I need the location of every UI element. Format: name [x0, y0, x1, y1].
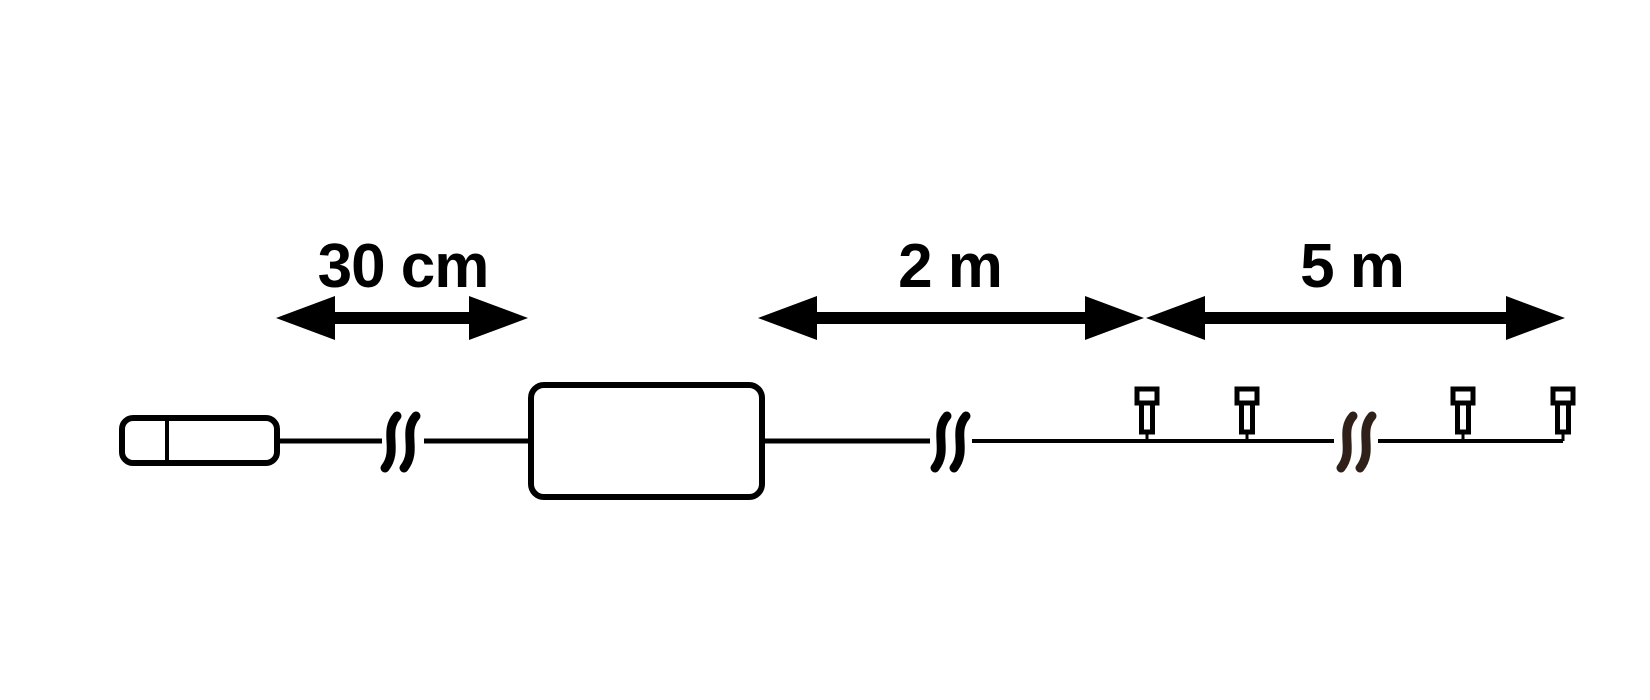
break-squiggle: [1336, 411, 1358, 473]
plug-body: [119, 415, 280, 466]
dimension-arrow-right-head: [1506, 296, 1565, 340]
dimension-label-2m: 2 m: [898, 232, 1002, 301]
dimension-label-5m: 5 m: [1300, 232, 1404, 301]
led-bulb-icon-3: [1450, 386, 1476, 441]
led-bulb-icon-1: [1134, 386, 1160, 441]
dimension-arrow-right-head: [1085, 296, 1144, 340]
dimension-arrow-left-head: [276, 296, 335, 340]
led-stem: [1555, 400, 1571, 435]
led-stem: [1139, 400, 1155, 435]
led-cap: [1450, 386, 1476, 406]
cable-break-icon-3: [1336, 411, 1377, 473]
led-stem: [1239, 400, 1255, 435]
dimension-arrow-left-head: [1146, 296, 1205, 340]
led-cap: [1550, 386, 1576, 406]
cable-break-icon-1: [380, 411, 421, 473]
led-bulb-icon-4: [1550, 386, 1576, 441]
dimension-arrow-left-head: [758, 296, 817, 340]
led-cap: [1134, 386, 1160, 406]
dimension-30cm: 30 cm: [276, 232, 528, 340]
led-cap: [1234, 386, 1260, 406]
driver-box-icon: [528, 382, 765, 500]
led-bulb-icon-2: [1234, 386, 1260, 441]
break-squiggle: [1355, 411, 1377, 473]
break-squiggle: [399, 411, 421, 473]
dimension-2m: 2 m: [758, 232, 1144, 340]
dimension-5m: 5 m: [1146, 232, 1565, 340]
plug-connector-icon: [119, 415, 280, 466]
dimension-label-30cm: 30 cm: [318, 232, 489, 301]
led-stem: [1455, 400, 1471, 435]
break-squiggle: [380, 411, 402, 473]
break-squiggle: [949, 411, 971, 473]
dimension-arrow-right-head: [469, 296, 528, 340]
break-squiggle: [930, 411, 952, 473]
cable-break-icon-2: [930, 411, 971, 473]
